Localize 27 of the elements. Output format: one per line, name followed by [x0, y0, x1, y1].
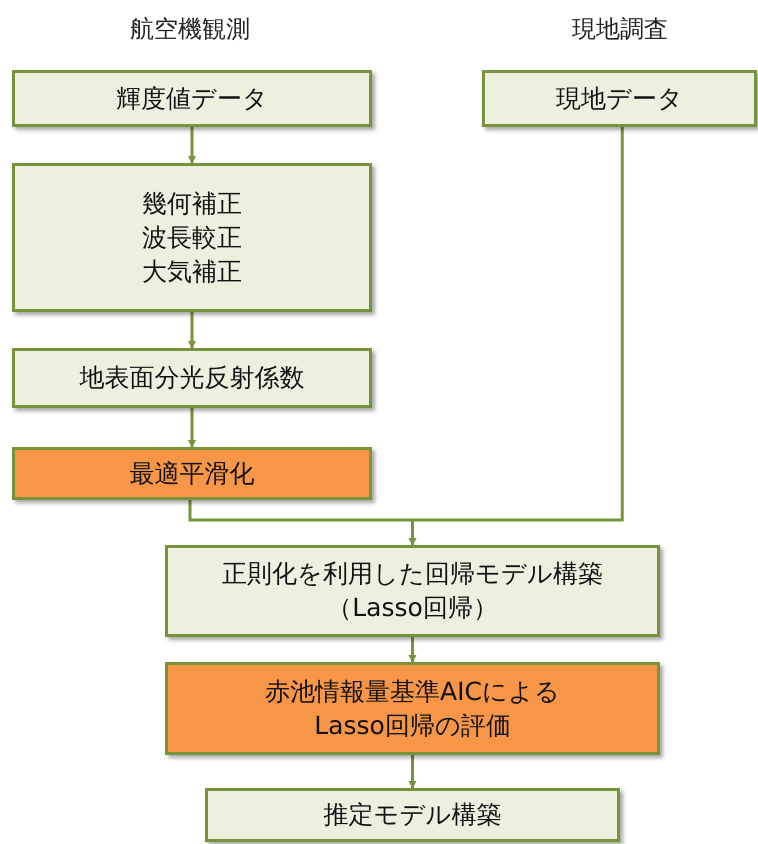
box-text: 現地データ [556, 82, 683, 114]
connector-arrow [408, 755, 416, 789]
connector-arrow [408, 637, 416, 663]
column-heading: 航空機観測 [130, 14, 250, 45]
box-text: 輝度値データ [116, 82, 268, 114]
box-text: 地表面分光反射係数 [80, 362, 304, 394]
box-text: 推定モデル構築 [324, 799, 502, 831]
box-text: 大気補正 [142, 256, 242, 288]
process-box [205, 788, 620, 842]
process-box [165, 662, 660, 755]
connector-arrow [408, 127, 624, 546]
process-box [482, 70, 757, 127]
connector-arrow [188, 127, 196, 164]
box-text: 正則化を利用した回帰モデル構築 [222, 558, 603, 590]
box-text: 最適平滑化 [130, 458, 254, 490]
box-text: 赤池情報量基準AICによるLasso回帰の評価 [264, 676, 561, 742]
connector-arrow [188, 312, 196, 349]
process-box [12, 348, 372, 408]
connector-arrow [188, 408, 196, 448]
column-heading: 現地調査 [572, 14, 668, 45]
box-text: （Lasso回帰） [327, 592, 498, 624]
process-box [12, 447, 372, 500]
box-text: 幾何補正 [142, 188, 242, 220]
process-box [12, 163, 372, 312]
process-box [12, 70, 372, 127]
process-box [165, 545, 660, 637]
box-text: 波長較正 [142, 222, 242, 254]
